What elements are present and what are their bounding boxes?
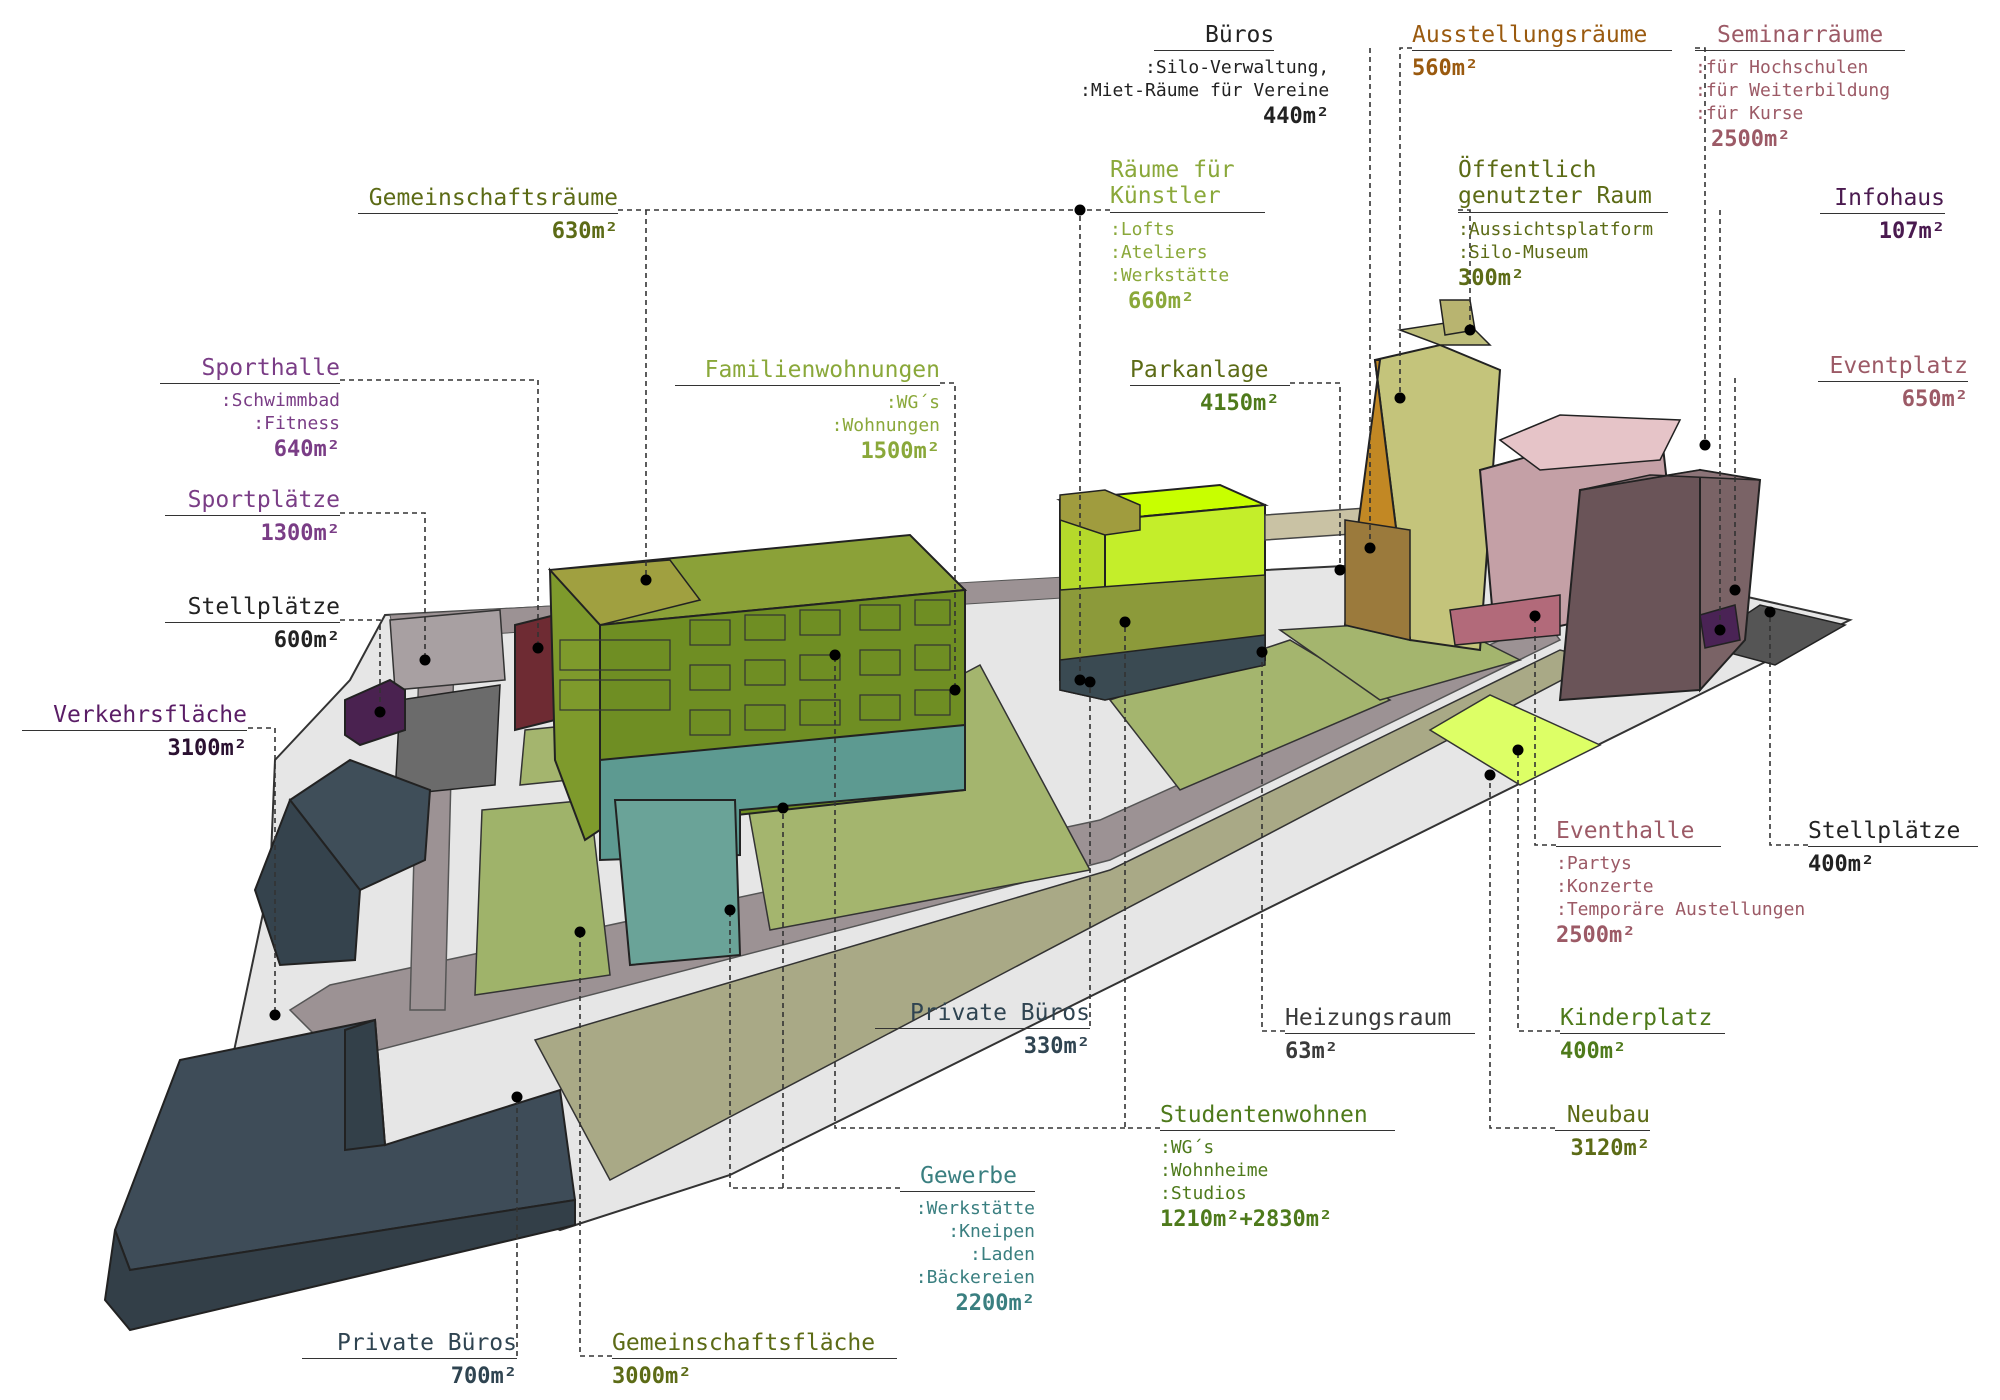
- silos-base: [1449, 594, 1561, 646]
- private-bueros-building-front: [103, 1198, 576, 1332]
- green-left-field: [474, 799, 611, 996]
- leader-dot-studentenwohnen: [1119, 616, 1131, 628]
- leader-dot-gewerbe-2: [777, 802, 789, 814]
- label-familienwohnungen: Familienwohnungen :WG´s :Wohnungen 1500m…: [675, 357, 940, 465]
- leader-dot-neubau: [1484, 769, 1496, 781]
- leader-dot-private-bueros-bottom: [511, 1091, 523, 1103]
- seminar-roof: [1579, 469, 1761, 491]
- label-seminarraeume: Seminarräume :für Hochschulen :für Weite…: [1695, 22, 1905, 153]
- label-gemeinschaftsflaeche: Gemeinschaftsfläche 3000m²: [612, 1330, 897, 1390]
- label-sportplaetze: Sportplätze 1300m²: [165, 487, 340, 547]
- kinderplatz-area: [1428, 694, 1602, 786]
- leader-dot-eventplatz: [1729, 584, 1741, 596]
- leader-dot-gemeinschaftsraeume-2: [640, 574, 652, 586]
- leader-dot-gewerbe: [724, 904, 736, 916]
- leader-dot-ausstellungsraeume: [1394, 392, 1406, 404]
- leader-dot-kuenstler: [1074, 204, 1086, 216]
- leader-dot-infohaus: [1714, 624, 1726, 636]
- label-parkanlage: Parkanlage 4150m²: [1130, 357, 1290, 417]
- leader-line-oeffentlich: [1458, 209, 1471, 330]
- label-private-bueros-mid: Private Büros 330m²: [875, 1000, 1090, 1060]
- leader-dot-stellplaetze-right: [1764, 606, 1776, 618]
- silos-top: [1498, 414, 1682, 471]
- familien-windows: [559, 599, 951, 736]
- leader-line-studentenwohnen: [1124, 622, 1160, 1129]
- leader-dot-stellplaetze-left: [374, 706, 386, 718]
- label-verkehrsflaeche: Verkehrsfläche 3100m²: [22, 702, 247, 762]
- leader-dot-familienwohnungen: [949, 684, 961, 696]
- leader-dot-sporthalle: [532, 642, 544, 654]
- verkehr-building-front: [253, 797, 362, 967]
- leader-dot-studentenwohnen-2: [829, 649, 841, 661]
- leader-line-familienwohnungen: [940, 382, 956, 690]
- leader-dot-verkehrsflaeche: [269, 1009, 281, 1021]
- leader-line-seminarraeume: [1695, 47, 1706, 445]
- label-neubau: Neubau 3120m²: [1555, 1102, 1650, 1162]
- leader-line-verkehrsflaeche: [248, 727, 276, 1015]
- leader-line-stellplaetze-right: [1769, 612, 1808, 846]
- leader-line-eventhalle: [1534, 616, 1556, 846]
- label-infohaus: Infohaus 107m²: [1820, 185, 1945, 245]
- leader-dot-kinderplatz: [1512, 744, 1524, 756]
- leader-dot-sportplaetze: [419, 654, 431, 666]
- leader-dot-gemeinschaftsflaeche: [574, 926, 586, 938]
- label-kinderplatz: Kinderplatz 400m²: [1560, 1005, 1725, 1065]
- leader-line-parkanlage: [1290, 382, 1341, 570]
- label-oeffentlich: Öffentlich genutzter Raum :Aussichtsplat…: [1458, 157, 1668, 291]
- label-studentenwohnen: Studentenwohnen :WG´s :Wohnheime :Studio…: [1160, 1102, 1395, 1233]
- private-bueros-building-wing: [344, 1018, 387, 1152]
- leader-dot-eventhalle: [1529, 610, 1541, 622]
- leader-line-ausstellungsraeume: [1399, 47, 1412, 398]
- tower-lower: [1344, 519, 1411, 641]
- leader-line-heizungsraum: [1261, 652, 1285, 1032]
- label-ausstellungsraeume: Ausstellungsräume 560m²: [1412, 22, 1672, 82]
- familien-front-upper: [548, 567, 601, 842]
- leader-line-kinderplatz: [1517, 750, 1560, 1032]
- label-stellplaetze-left: Stellplätze 600m²: [165, 594, 340, 654]
- leader-line-neubau: [1489, 775, 1555, 1129]
- label-heizungsraum: Heizungsraum 63m²: [1285, 1005, 1475, 1065]
- leader-line-stellplaetze-left: [340, 619, 381, 712]
- label-gewerbe: Gewerbe :Werkstätte :Kneipen :Laden :Bäc…: [900, 1163, 1035, 1317]
- label-gemeinschaftsraeume: Gemeinschaftsräume 630m²: [358, 185, 618, 245]
- leader-line-gewerbe: [729, 910, 900, 1189]
- label-kuenstler: Räume für Künstler :Lofts :Ateliers :Wer…: [1110, 157, 1265, 314]
- label-stellplaetze-right: Stellplätze 400m²: [1808, 818, 1978, 878]
- sportplaetze-area: [389, 609, 506, 691]
- leader-dot-oeffentlich: [1464, 324, 1476, 336]
- leader-dot-private-bueros-mid: [1084, 676, 1096, 688]
- leader-line-studentenwohnen-2: [834, 655, 1125, 1129]
- parking-left: [394, 684, 501, 796]
- label-eventplatz: Eventplatz 650m²: [1818, 353, 1968, 413]
- label-sporthalle: Sporthalle :Schwimmbad :Fitness 640m²: [160, 355, 340, 463]
- leader-line-sportplaetze: [340, 512, 426, 660]
- label-eventhalle: Eventhalle :Partys :Konzerte :Temporäre …: [1556, 818, 1806, 949]
- leader-dot-bueros: [1364, 542, 1376, 554]
- kuenstler-base: [1059, 634, 1266, 701]
- leader-dot-parkanlage: [1334, 564, 1346, 576]
- leader-line-gemeinschaftsflaeche: [579, 932, 612, 1357]
- leader-dot-gemeinschaftsraeume: [1074, 674, 1086, 686]
- leader-line-sporthalle: [340, 379, 539, 648]
- gewerbe-annex: [613, 799, 742, 967]
- label-bueros: Büros :Silo-Verwaltung, :Miet-Räume für …: [1080, 22, 1330, 130]
- leader-dot-heizungsraum: [1256, 646, 1268, 658]
- label-private-bueros-bottom: Private Büros 700m²: [302, 1330, 517, 1390]
- leader-dot-seminarraeume: [1699, 439, 1711, 451]
